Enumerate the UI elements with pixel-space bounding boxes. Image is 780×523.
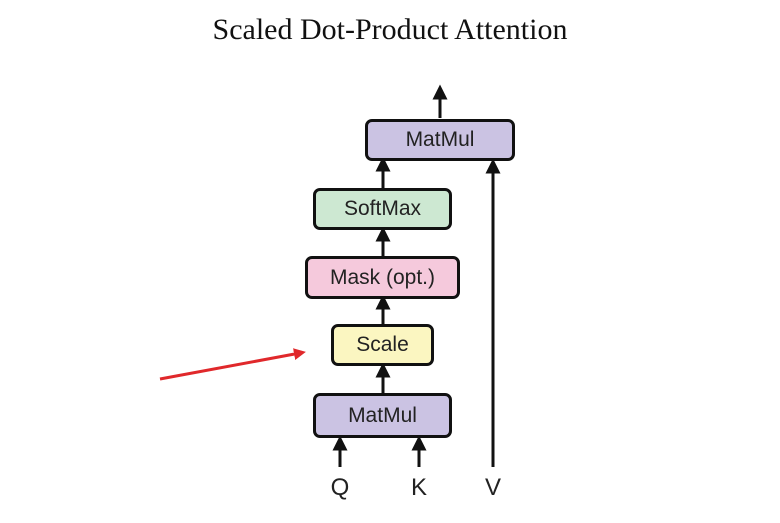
annotation-arrow [159,348,306,381]
mask-label: Mask (opt.) [329,265,436,289]
softmax-block: SoftMax [313,188,452,230]
mask-block: Mask (opt.) [305,256,460,299]
matmul-top-label: MatMul [405,128,475,151]
matmul-top-block: MatMul [365,119,515,161]
scale-label: Scale [356,333,409,356]
input-k-label: K [410,474,427,501]
input-q-label: Q [330,474,350,501]
input-v-label: V [484,474,501,501]
matmul-bottom-block: MatMul [313,393,452,438]
scale-block: Scale [331,324,434,366]
softmax-label: SoftMax [343,197,422,220]
matmul-bottom-label: MatMul [348,403,417,427]
diagram-title: Scaled Dot-Product Attention [212,13,568,46]
